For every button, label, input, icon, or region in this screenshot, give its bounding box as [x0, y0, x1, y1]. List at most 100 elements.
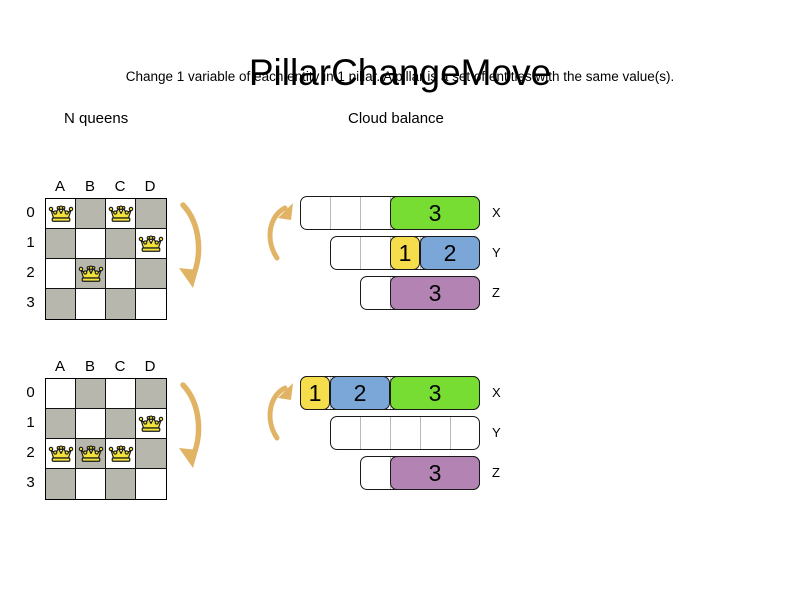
queen-icon [48, 445, 74, 462]
move-arrow-icon-cloud-before [267, 203, 293, 261]
capacity-slot [421, 417, 451, 449]
row-label-0: 0 [26, 204, 35, 221]
page-subtitle: Change 1 variable of each entity in 1 pi… [125, 69, 675, 84]
chess-cell-B3[interactable] [76, 289, 106, 319]
column-label-C: C [114, 178, 126, 195]
chess-cell-C3[interactable] [106, 289, 136, 319]
page-title: PillarChangeMove [248, 51, 552, 93]
process-block-3[interactable]: 3 [390, 376, 480, 410]
process-block-2[interactable]: 2 [330, 376, 390, 410]
chess-cell-D2[interactable] [136, 259, 166, 289]
column-label-A: A [54, 358, 65, 375]
chess-cell-D3[interactable] [136, 289, 166, 319]
chess-cell-B3[interactable] [76, 469, 106, 499]
process-block-2[interactable]: 2 [420, 236, 480, 270]
row-label-2: 2 [26, 264, 35, 281]
queen-icon [138, 415, 164, 432]
section-heading-nqueens: N queens [64, 110, 129, 127]
column-label-B: B [84, 358, 95, 375]
capacity-slot [361, 197, 391, 229]
chess-cell-A3[interactable] [46, 469, 76, 499]
chess-cell-B0[interactable] [76, 379, 106, 409]
move-arrow-icon-chess-after [179, 382, 202, 468]
capacity-slot [361, 237, 391, 269]
chess-cell-A2[interactable] [46, 259, 76, 289]
capacity-slot [391, 417, 421, 449]
chess-cell-A1[interactable] [46, 229, 76, 259]
capacity-slot [361, 417, 391, 449]
row-label-3: 3 [26, 474, 35, 491]
chess-cell-C1[interactable] [106, 229, 136, 259]
capacity-slot [361, 457, 391, 489]
section-heading-cloud: Cloud balance [348, 110, 444, 127]
queen-icon [78, 445, 104, 462]
capacity-slot [331, 197, 361, 229]
column-label-D: D [144, 178, 156, 195]
chess-cell-B0[interactable] [76, 199, 106, 229]
queen-piece-C0[interactable] [106, 199, 136, 229]
computer-label-X: X [492, 205, 501, 220]
chess-cell-D0[interactable] [136, 379, 166, 409]
computer-row-Z: 3 [360, 276, 480, 310]
queen-icon [108, 445, 134, 462]
process-block-3[interactable]: 3 [390, 196, 480, 230]
computer-row-Y [330, 416, 480, 450]
column-labels: A B C D [45, 178, 165, 198]
queen-piece-D1[interactable] [136, 229, 166, 259]
chess-cell-D0[interactable] [136, 199, 166, 229]
chess-cell-D3[interactable] [136, 469, 166, 499]
column-label-A: A [54, 178, 65, 195]
computer-label-X: X [492, 385, 501, 400]
row-label-1: 1 [26, 234, 35, 251]
queen-icon [78, 265, 104, 282]
row-labels: 0 1 2 3 [22, 198, 42, 318]
process-block-1[interactable]: 1 [390, 236, 420, 270]
process-block-1[interactable]: 1 [300, 376, 330, 410]
chess-cell-D2[interactable] [136, 439, 166, 469]
process-block-3[interactable]: 3 [390, 456, 480, 490]
capacity-slot [361, 277, 391, 309]
chess-cell-B1[interactable] [76, 409, 106, 439]
queen-icon [48, 205, 74, 222]
chess-cell-C2[interactable] [106, 259, 136, 289]
computer-label-Z: Z [492, 465, 500, 480]
queen-piece-A0[interactable] [46, 199, 76, 229]
row-label-0: 0 [26, 384, 35, 401]
row-label-3: 3 [26, 294, 35, 311]
queen-piece-B2[interactable] [76, 259, 106, 289]
queen-icon [108, 205, 134, 222]
computer-label-Y: Y [492, 245, 501, 260]
computer-row-Z: 3 [360, 456, 480, 490]
queen-icon [138, 235, 164, 252]
queen-piece-A2[interactable] [46, 439, 76, 469]
computer-capacity-bar [330, 416, 480, 450]
queen-piece-D1[interactable] [136, 409, 166, 439]
capacity-slot [331, 237, 361, 269]
chess-grid [45, 378, 167, 500]
capacity-slot [451, 417, 479, 449]
row-label-1: 1 [26, 414, 35, 431]
chess-cell-B1[interactable] [76, 229, 106, 259]
move-arrow-icon-cloud-after [267, 383, 293, 441]
chess-cell-A3[interactable] [46, 289, 76, 319]
chess-cell-A1[interactable] [46, 409, 76, 439]
column-label-C: C [114, 358, 126, 375]
move-arrow-icon-chess-before [179, 202, 202, 288]
capacity-slot [331, 417, 361, 449]
chess-cell-C1[interactable] [106, 409, 136, 439]
capacity-slot [301, 197, 331, 229]
computer-label-Y: Y [492, 425, 501, 440]
row-label-2: 2 [26, 444, 35, 461]
computer-row-X: 3 [300, 196, 480, 230]
chess-cell-A0[interactable] [46, 379, 76, 409]
queen-piece-C2[interactable] [106, 439, 136, 469]
chess-cell-C0[interactable] [106, 379, 136, 409]
process-block-3[interactable]: 3 [390, 276, 480, 310]
column-label-B: B [84, 178, 95, 195]
chess-grid [45, 198, 167, 320]
queen-piece-B2[interactable] [76, 439, 106, 469]
row-labels: 0 1 2 3 [22, 378, 42, 498]
chess-cell-C3[interactable] [106, 469, 136, 499]
